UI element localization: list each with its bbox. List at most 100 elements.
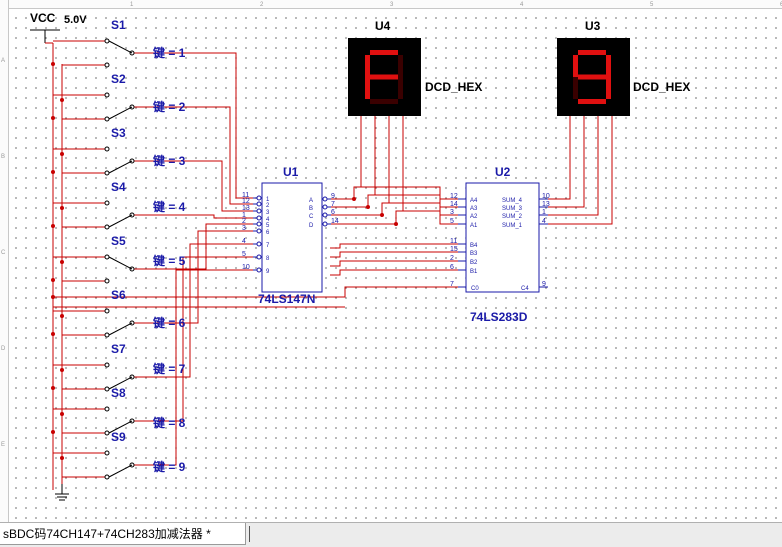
ground-symbol bbox=[55, 484, 69, 501]
u2-to-u3-wire bbox=[548, 116, 613, 225]
u2-sum-label: SUM_3 bbox=[502, 206, 523, 212]
switch-s7[interactable]: S7键 = 7 bbox=[104, 342, 186, 392]
u1-pin-number: 5 bbox=[242, 251, 246, 258]
u1-to-u4-wire bbox=[331, 116, 390, 216]
segment-e bbox=[365, 77, 370, 99]
switch-terminal bbox=[104, 224, 110, 230]
ruler-left-label: B bbox=[1, 154, 5, 160]
switch-s8-key: 键 = 8 bbox=[152, 415, 186, 430]
u1-pin-bubble bbox=[256, 228, 262, 234]
u2-b-input-wire bbox=[330, 251, 458, 258]
u2-c0-label: C0 bbox=[471, 286, 479, 292]
ruler-top-label: 2 bbox=[260, 2, 264, 8]
switch-s5[interactable]: S5键 = 5 bbox=[104, 234, 186, 284]
u2-pins: 12A414A33A25A111B415B32B26B17C09C4SUM_41… bbox=[450, 193, 550, 292]
u1-out-pin: 7 bbox=[331, 201, 335, 208]
power-source[interactable]: VCC 5.0V bbox=[30, 11, 87, 43]
segment-e bbox=[573, 77, 578, 99]
switch-s3[interactable]: S3键 = 3 bbox=[104, 126, 186, 176]
u1-pin-number: 3 bbox=[242, 225, 246, 232]
segment-d bbox=[370, 99, 398, 104]
segment-c bbox=[398, 77, 403, 99]
ruler-left-label: E bbox=[1, 442, 5, 448]
document-tab[interactable]: sBDC码74CH147+74CH283加减法器 * bbox=[0, 523, 246, 545]
switch-s9[interactable]: S9 键 = 9 bbox=[104, 430, 186, 480]
ruler-top-label: 5 bbox=[650, 2, 654, 8]
u1-to-u2-wire bbox=[354, 186, 466, 200]
u1-to-u2-wire bbox=[382, 202, 466, 216]
u2-body[interactable] bbox=[465, 182, 540, 293]
switch-s9-name: S9 bbox=[111, 430, 126, 444]
switch-terminal bbox=[104, 332, 110, 338]
chip-u1[interactable]: U1 74LS147N bbox=[258, 165, 323, 306]
ruler-left-label: D bbox=[1, 346, 6, 352]
u1-pin-number: 2 bbox=[242, 218, 246, 225]
u2-a-label: A2 bbox=[470, 214, 478, 220]
display-u3[interactable]: U3 DCD_HEX bbox=[557, 19, 690, 116]
u2-to-u3-wire bbox=[548, 116, 571, 200]
ruler-top-label: 3 bbox=[390, 2, 394, 8]
u2-a-label: A4 bbox=[470, 198, 478, 204]
u1-pin-label: 3 bbox=[266, 210, 270, 216]
switch-s9-key: 键 = 9 bbox=[152, 459, 186, 474]
u2-sum-pin: 13 bbox=[542, 201, 550, 208]
switch-s1[interactable]: S1键 = 1 bbox=[104, 18, 186, 68]
switch-blade bbox=[108, 322, 133, 336]
ruler-left-label: C bbox=[1, 250, 6, 256]
switch-s4[interactable]: S4键 = 4 bbox=[104, 180, 186, 230]
u2-sum-label: SUM_4 bbox=[502, 198, 523, 204]
switch-blade bbox=[108, 464, 133, 478]
switch-terminal bbox=[104, 170, 110, 176]
segment-c bbox=[606, 77, 611, 99]
switch-to-u1-wire bbox=[132, 223, 253, 270]
u1-pin-label: 5 bbox=[266, 223, 270, 229]
switch-terminal bbox=[104, 38, 110, 44]
switch-blade bbox=[108, 256, 133, 270]
u2-c4-pin: 9 bbox=[542, 281, 546, 288]
u2-sum-pin: 4 bbox=[542, 218, 546, 225]
switch-blade bbox=[108, 214, 133, 228]
u3-type: DCD_HEX bbox=[633, 80, 690, 94]
u2-a-label: A1 bbox=[470, 223, 478, 229]
u3-ref: U3 bbox=[585, 19, 601, 33]
switch-s7-key: 键 = 7 bbox=[152, 361, 186, 376]
u1-pin-bubble bbox=[256, 195, 262, 201]
vcc-voltage: 5.0V bbox=[64, 14, 87, 26]
display-u4[interactable]: U4 DCD_HEX bbox=[348, 19, 482, 116]
junction-dot bbox=[51, 170, 55, 174]
segment-f bbox=[573, 55, 578, 77]
switch-s8[interactable]: S8键 = 8 bbox=[104, 386, 186, 436]
switch-to-u1-wire bbox=[132, 52, 253, 199]
switch-s2-name: S2 bbox=[111, 72, 126, 86]
switch-to-u1-wire bbox=[132, 160, 253, 212]
u1-pin-bubble bbox=[256, 208, 262, 214]
u1-body[interactable] bbox=[261, 182, 323, 293]
junction-dot bbox=[60, 412, 64, 416]
switch-s4-name: S4 bbox=[111, 180, 126, 194]
switch-terminal bbox=[104, 450, 110, 456]
segment-g bbox=[578, 74, 606, 80]
ruler-top-label: 6 bbox=[780, 2, 782, 8]
u2-a-pin: 3 bbox=[450, 209, 454, 216]
u2-to-u3-wire bbox=[548, 116, 599, 216]
u2-b-label: B1 bbox=[470, 269, 478, 275]
segment-b bbox=[398, 55, 403, 77]
left-ruler bbox=[0, 0, 9, 522]
switch-blade bbox=[108, 40, 133, 54]
switch-s2[interactable]: S2键 = 2 bbox=[104, 72, 186, 122]
u2-part: 74LS283D bbox=[470, 310, 528, 324]
junction-dot bbox=[352, 197, 356, 201]
u2-b-pin: 6 bbox=[450, 264, 454, 271]
u1-out-pin: 6 bbox=[331, 209, 335, 216]
chip-u2[interactable]: U2 74LS283D bbox=[465, 165, 540, 324]
u1-out-pin: 9 bbox=[331, 193, 335, 200]
junction-dot bbox=[51, 116, 55, 120]
switch-blade bbox=[108, 106, 133, 120]
u2-sum-pin: 10 bbox=[542, 193, 550, 200]
switch-s6[interactable]: S6键 = 6 bbox=[104, 288, 186, 338]
u1-pin-label: 2 bbox=[266, 203, 270, 209]
switch-terminal bbox=[104, 146, 110, 152]
carry-in-wire bbox=[53, 286, 458, 298]
